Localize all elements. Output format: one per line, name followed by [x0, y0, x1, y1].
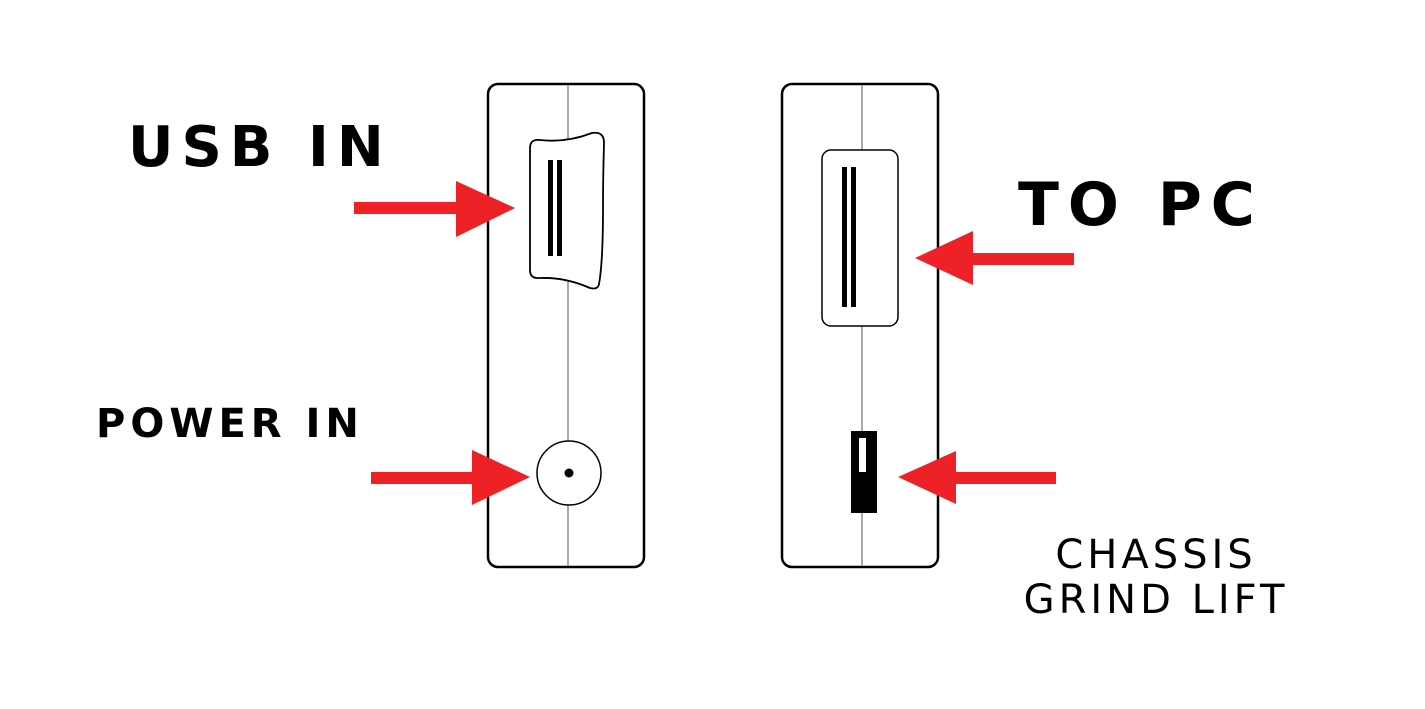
- label-power-in: POWER IN: [96, 401, 364, 447]
- left-panel: [486, 82, 646, 569]
- arrow-ground-lift: [898, 451, 1056, 504]
- arrow-usb-in: [354, 181, 515, 237]
- slide-switch-icon: [851, 431, 877, 513]
- arrow-power-in: [371, 450, 530, 505]
- left-panel-outline: [486, 82, 646, 569]
- usb-b-port-icon: [821, 149, 899, 327]
- right-panel: [780, 82, 940, 569]
- mini-usb-port-icon: [529, 131, 605, 290]
- label-chassis-line1: CHASSIS: [1055, 532, 1257, 578]
- label-to-pc: TO PC: [1018, 170, 1264, 240]
- label-chassis-grind-lift: CHASSIS GRIND LIFT: [996, 533, 1316, 623]
- label-usb-in: USB IN: [128, 115, 392, 180]
- label-chassis-line2: GRIND LIFT: [1023, 576, 1289, 623]
- arrow-to-pc: [915, 231, 1074, 285]
- dc-power-jack-icon: [536, 440, 602, 506]
